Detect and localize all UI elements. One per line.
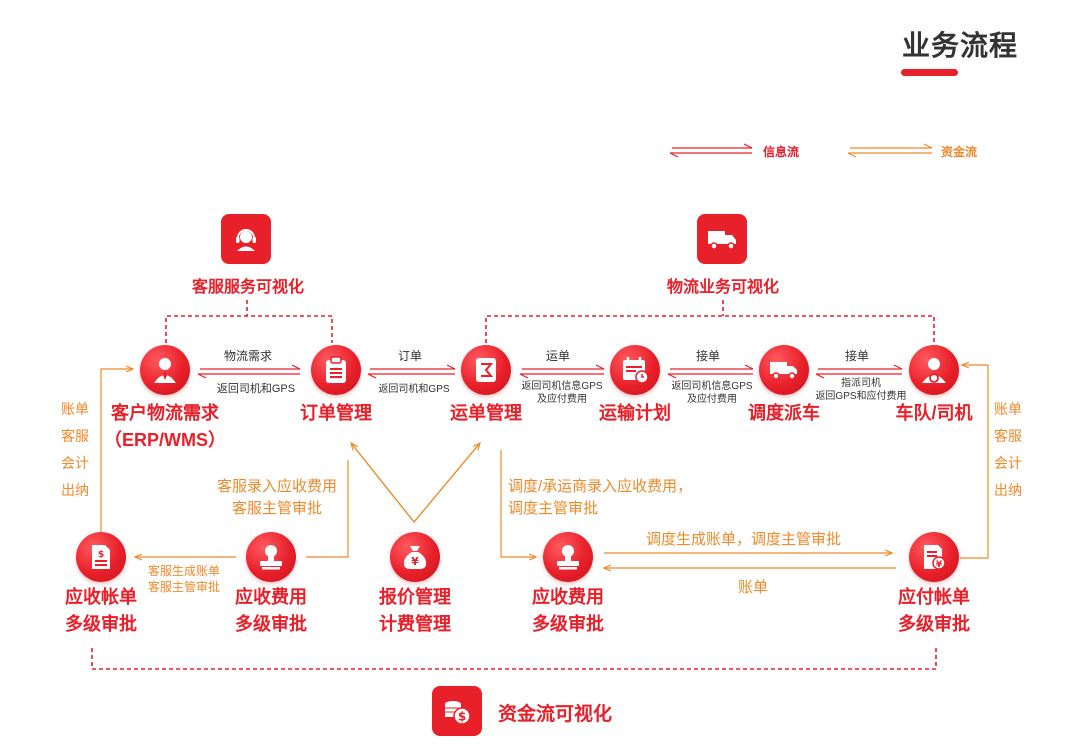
svg-text:$: $ (98, 550, 104, 560)
edge-label-line: 及应付费用 (537, 394, 587, 405)
svg-text:$: $ (458, 710, 466, 724)
calendar-icon (610, 345, 660, 395)
side-note: 账单 (994, 401, 1022, 417)
side-note: 会计 (61, 455, 89, 471)
node-label-line2: 多级审批 (898, 614, 970, 634)
svg-text:¥: ¥ (936, 560, 943, 570)
headset-icon (221, 214, 271, 264)
document-icon (461, 345, 511, 395)
edge-plan-dispatch (667, 364, 754, 379)
node-dispatch: 调度派车 (748, 403, 820, 423)
edge-order-waybill (367, 364, 456, 379)
edge-label-line: 返回司机信息GPS (671, 381, 753, 392)
note-line: 调度主管审批 (508, 500, 599, 517)
driver-icon (909, 345, 959, 395)
edge-label: 返回司机信息GPS 及应付费用 (662, 380, 762, 406)
clipboard-icon (311, 345, 361, 395)
side-note: 出纳 (994, 482, 1022, 498)
node-label-line2: 多级审批 (235, 614, 307, 634)
legend-fund-arrow (847, 143, 933, 158)
note-line: 客服主管审批 (231, 500, 322, 517)
cs-bill-note: 客服生成账单 客服主管审批 (138, 563, 230, 595)
node-transport-plan: 运输计划 (599, 403, 671, 423)
node-label-line1: 应付帐单 (898, 587, 970, 607)
node-ar-bill: 应收帐单 多级审批 (51, 584, 151, 638)
node-label-line1: 报价管理 (379, 587, 451, 607)
edge-label: 物流需求 (223, 349, 272, 363)
node-ap-fee: 应收费用 多级审批 (518, 584, 618, 638)
side-note: 客服 (61, 428, 89, 444)
legend-info-arrow (669, 143, 753, 158)
edge-label: 返回司机信息GPS 及应付费用 (512, 380, 612, 406)
edge-label-line: 指派司机 (841, 378, 881, 389)
invoice-icon: $ (76, 532, 126, 582)
group-label-logistics: 物流业务可视化 (666, 279, 779, 296)
node-label-line1: 应收帐单 (65, 587, 137, 607)
dispatch-bill-note: 调度生成账单，调度主管审批 (646, 531, 842, 548)
edge-label-line: 及应付费用 (687, 394, 737, 405)
node-label-line1: 应收费用 (235, 587, 307, 607)
edge-label: 订单 (397, 349, 422, 363)
cs-entry-note: 客服录入应收费用 客服主管审批 (204, 476, 350, 520)
edge-waybill-plan (519, 364, 605, 379)
money-bag-icon: ¥ (390, 532, 440, 582)
dispatch-entry-note: 调度/承运商录入应收费用， 调度主管审批 (508, 476, 692, 520)
delivery-truck-icon (759, 345, 809, 395)
node-fleet: 车队/司机 (895, 403, 973, 423)
edge-label-line: 返回GPS和应付费用 (815, 391, 907, 402)
group-label-customer-service: 客服服务可视化 (191, 279, 304, 296)
truck-icon (697, 214, 747, 264)
stamp-icon (543, 532, 593, 582)
payable-bill-icon: ¥ (909, 532, 959, 582)
edge-label: 返回司机和GPS (216, 383, 296, 395)
node-label-line2: （ERP/WMS） (103, 430, 226, 450)
group-label-funds: 资金流可视化 (498, 704, 613, 725)
node-label-line1: 客户物流需求 (111, 403, 219, 423)
legend-info-label: 信息流 (763, 145, 800, 159)
edge-label: 指派司机 返回GPS和应付费用 (806, 377, 916, 403)
node-label-line2: 多级审批 (65, 614, 137, 634)
note-line: 客服生成账单 (147, 564, 220, 578)
node-waybill-mgmt: 运单管理 (450, 403, 522, 423)
edge-label-line: 返回司机信息GPS (521, 381, 603, 392)
title-underline (901, 69, 958, 76)
customer-icon (140, 345, 190, 395)
edge-label: 接单 (844, 349, 869, 363)
node-label-line2: 多级审批 (532, 614, 604, 634)
edge-label: 接单 (695, 349, 720, 363)
note-line: 客服录入应收费用 (216, 478, 337, 495)
side-note: 会计 (994, 455, 1022, 471)
right-side-notes: 账单 客服 会计 出纳 (992, 396, 1024, 504)
left-side-notes: 账单 客服 会计 出纳 (59, 396, 91, 504)
note-line: 客服主管审批 (147, 580, 220, 594)
node-customer-demand: 客户物流需求 （ERP/WMS） (100, 400, 230, 454)
node-order-mgmt: 订单管理 (300, 403, 372, 423)
page-title: 业务流程 (902, 30, 1019, 61)
node-label-line2: 计费管理 (379, 614, 451, 634)
side-note: 客服 (994, 428, 1022, 444)
node-ap-bill: 应付帐单 多级审批 (884, 584, 984, 638)
legend-fund-label: 资金流 (941, 145, 978, 159)
coins-icon: $ (432, 686, 482, 736)
node-label-line1: 应收费用 (532, 587, 604, 607)
bill-note: 账单 (738, 579, 769, 596)
edge-demand-order (197, 364, 301, 379)
node-quote: 报价管理 计费管理 (365, 584, 465, 638)
stamp-icon (246, 532, 296, 582)
note-line: 调度/承运商录入应收费用， (508, 478, 693, 495)
edge-dispatch-fleet (815, 364, 903, 379)
side-note: 账单 (61, 401, 89, 417)
node-ar-fee: 应收费用 多级审批 (221, 584, 321, 638)
side-note: 出纳 (61, 482, 89, 498)
edge-label: 运单 (545, 349, 570, 363)
svg-text:¥: ¥ (411, 555, 419, 568)
edge-label: 返回司机和GPS (378, 384, 450, 395)
